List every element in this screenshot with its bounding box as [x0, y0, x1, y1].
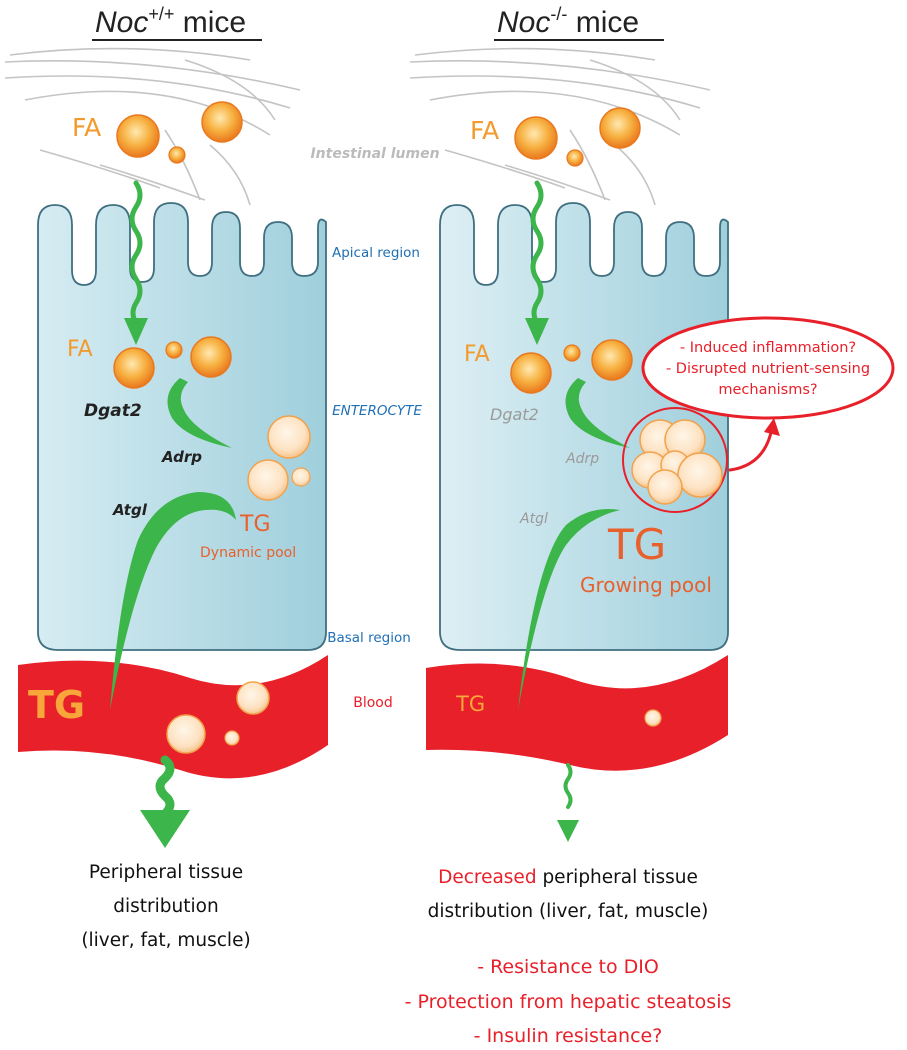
atgl-swoosh-right — [518, 509, 620, 710]
tg-droplets-left — [247, 415, 311, 501]
label-enterocyte: ENTEROCYTE — [332, 403, 422, 419]
right-outcome-highlight: Decreased — [438, 867, 536, 888]
title-right-suffix: mice — [576, 6, 639, 39]
blood-droplets-left — [166, 681, 270, 754]
left-dgat2-label: Dgat2 — [84, 401, 142, 421]
fa-droplet — [591, 339, 633, 381]
svg-text:Noc+/+ mice: Noc+/+ mice — [95, 4, 246, 39]
right-pool-label: Growing pool — [580, 573, 712, 597]
fa-droplet — [116, 114, 160, 158]
callout-arrow — [728, 418, 780, 472]
title-right-sup: -/- — [550, 4, 567, 24]
tg-droplet — [247, 459, 289, 501]
fa-droplet — [113, 347, 155, 389]
right-outcome-line-1-rest: peripheral tissue — [537, 867, 698, 888]
cluster-highlight-circle — [622, 407, 728, 513]
title-left-sup: +/+ — [148, 4, 174, 24]
fa-droplet — [514, 116, 558, 160]
fa-droplet — [510, 352, 552, 394]
left-fa-lumen-label: FA — [72, 113, 101, 142]
left-outcome-line-1: Peripheral tissue — [89, 862, 243, 883]
fa-droplet — [566, 149, 584, 167]
title-left-italic: Noc — [95, 6, 148, 39]
right-outcome-line-2: distribution (liver, fat, muscle) — [428, 901, 709, 922]
callout-line-3: mechanisms? — [718, 382, 817, 398]
fa-droplet — [201, 101, 243, 143]
right-fa-cell-label: FA — [464, 342, 490, 367]
tg-droplet — [224, 730, 240, 746]
consequences-list: - Resistance to DIO - Protection from he… — [405, 956, 732, 1047]
fa-droplet — [190, 336, 232, 378]
callout-text: - Induced inflammation? - Disrupted nutr… — [666, 340, 870, 398]
consequence-item-1: - Resistance to DIO — [477, 956, 659, 978]
svg-text:Noc-/- mice: Noc-/- mice — [497, 4, 639, 39]
right-fa-lumen-label: FA — [470, 116, 499, 145]
callout-line-1: - Induced inflammation? — [680, 340, 856, 356]
right-dgat2-label: Dgat2 — [490, 405, 539, 424]
right-adrp-label: Adrp — [565, 451, 599, 467]
left-outcome-line-3: (liver, fat, muscle) — [81, 930, 250, 951]
label-basal-region: Basal region — [327, 630, 411, 646]
fa-droplet — [168, 146, 186, 164]
atgl-swoosh-left — [110, 492, 236, 710]
right-tg-label: TG — [607, 520, 666, 569]
right-outcome-line-1: Decreased peripheral tissue — [438, 867, 698, 888]
distribution-arrow-left — [140, 755, 190, 848]
callout-line-2: - Disrupted nutrient-sensing — [666, 361, 870, 377]
label-blood: Blood — [353, 695, 393, 711]
tg-cluster-right — [622, 407, 728, 513]
left-outcome-line-2: distribution — [113, 896, 218, 917]
title-left-suffix: mice — [183, 6, 246, 39]
title-left: Noc+/+ mice — [92, 4, 262, 41]
callout-ellipse — [641, 316, 895, 420]
title-right-italic: Noc — [497, 6, 550, 39]
lumen-droplets-left — [116, 101, 243, 164]
right-atgl-label: Atgl — [519, 511, 548, 527]
tg-droplet — [677, 452, 723, 498]
lumen-droplets-right — [514, 107, 641, 167]
tg-droplet — [166, 714, 206, 754]
left-fa-cell-label: FA — [67, 337, 93, 362]
title-right: Noc-/- mice — [494, 4, 664, 41]
tg-droplet — [236, 681, 270, 715]
fa-droplet — [563, 344, 581, 362]
uptake-arrow-right — [525, 180, 549, 345]
consequence-item-2: - Protection from hepatic steatosis — [405, 991, 732, 1013]
tg-droplet — [644, 709, 662, 727]
consequence-item-3: - Insulin resistance? — [474, 1025, 663, 1047]
left-tg-label: TG — [239, 512, 271, 537]
left-adrp-label: Adrp — [161, 448, 202, 466]
tg-droplet — [291, 467, 311, 487]
dgat2-crescent-left — [167, 378, 232, 448]
tg-droplet — [267, 415, 311, 459]
cell-droplets-left — [113, 336, 232, 389]
tg-droplet — [647, 469, 683, 505]
fa-droplet — [165, 341, 183, 359]
left-tg-blood-label: TG — [28, 683, 85, 727]
left-pool-label: Dynamic pool — [200, 545, 296, 561]
blood-vessel-right — [426, 655, 728, 771]
blood-droplets-right — [644, 709, 662, 727]
right-outcome: Decreased peripheral tissue distribution… — [428, 867, 709, 922]
cell-droplets-right — [510, 339, 633, 394]
label-intestinal-lumen: Intestinal lumen — [310, 146, 439, 162]
uptake-arrow-left — [124, 180, 148, 345]
dgat2-crescent-right — [565, 378, 630, 448]
distribution-arrow-right — [557, 763, 579, 842]
label-apical-region: Apical region — [332, 245, 420, 261]
right-tg-blood-label: TG — [455, 692, 485, 716]
left-outcome: Peripheral tissue distribution (liver, f… — [81, 862, 250, 951]
lumen-curves — [4, 47, 711, 206]
left-atgl-label: Atgl — [112, 501, 148, 519]
fa-droplet — [599, 107, 641, 149]
